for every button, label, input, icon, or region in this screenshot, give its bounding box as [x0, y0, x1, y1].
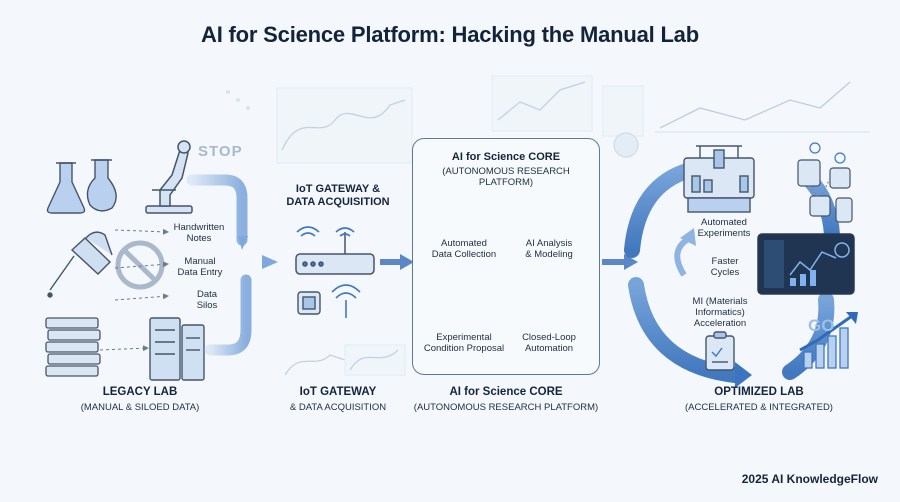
input-flow-pipes	[186, 174, 274, 356]
note-data-silos: Data Silos	[196, 289, 218, 311]
go-label: GO	[808, 316, 835, 335]
note-manual-entry: Manual Data Entry	[177, 256, 223, 278]
page-title: AI for Science Platform: Hacking the Man…	[201, 22, 699, 47]
core-subtitle: (AUTONOMOUS RESEARCH PLATFORM)	[442, 166, 570, 188]
gateway-subtitle: & DATA ACQUISITION	[289, 402, 387, 413]
server-rack-icon	[149, 317, 205, 381]
legacy-name: LEGACY LAB	[102, 386, 178, 398]
core-item-data-collection: Automated Data Collection	[431, 238, 497, 260]
core-item-ai-analysis: AI Analysis & Modeling	[525, 238, 573, 260]
iot-devices-icon	[797, 142, 853, 223]
label-automated-experiments: Automated Experiments	[697, 217, 751, 239]
legacy-subtitle: (MANUAL & SILOED DATA)	[80, 402, 200, 413]
core-title: AI for Science CORE	[451, 151, 561, 163]
core-name: AI for Science CORE	[449, 386, 563, 398]
gateway-title: IoT GATEWAY & DATA ACQUISITION	[286, 183, 390, 208]
router-icon	[295, 232, 375, 275]
legacy-section-label: LEGACY LAB (MANUAL & SILOED DATA)	[50, 386, 230, 413]
core-item-closed-loop: Closed-Loop Automation	[522, 332, 576, 354]
sensor-icon	[297, 291, 321, 315]
label-faster-cycles: Faster Cycles	[710, 256, 740, 278]
core-section-label: AI for Science CORE (AUTONOMOUS RESEARCH…	[396, 386, 616, 413]
optimized-name: OPTIMIZED LAB	[714, 386, 804, 398]
optimized-subtitle: (ACCELERATED & INTEGRATED)	[685, 402, 833, 413]
refresh-icon	[674, 235, 692, 277]
optimized-section-label: OPTIMIZED LAB (ACCELERATED & INTEGRATED)	[664, 386, 854, 413]
gateway-section-label: IoT GATEWAY & DATA ACQUISITION	[268, 386, 408, 413]
gateway-name: IoT GATEWAY	[299, 386, 377, 398]
core-bottom-subtitle: (AUTONOMOUS RESEARCH PLATFORM)	[413, 402, 599, 413]
growth-arrow-icon	[799, 312, 858, 369]
footer-credit: 2025 AI KnowledgeFlow	[741, 472, 878, 486]
no-entry-icon	[115, 240, 165, 290]
microscope-icon	[145, 140, 193, 214]
note-handwritten: Handwritten Notes	[173, 222, 225, 244]
stop-label: STOP	[198, 143, 243, 160]
lab-robot-icon	[683, 145, 755, 213]
label-mi-acceleration: MI (Materials Informatics) Acceleration	[692, 296, 748, 329]
pipette-icon	[47, 231, 113, 298]
dashboard-monitor-icon	[757, 233, 855, 295]
core-panel	[412, 138, 600, 375]
antenna-icon	[331, 284, 361, 318]
flask-icon	[46, 159, 117, 214]
wifi-icon	[296, 226, 355, 237]
binders-icon	[45, 317, 101, 377]
clipboard-icon	[705, 331, 735, 371]
background-charts	[226, 75, 870, 376]
core-item-condition-proposal: Experimental Condition Proposal	[423, 332, 505, 354]
